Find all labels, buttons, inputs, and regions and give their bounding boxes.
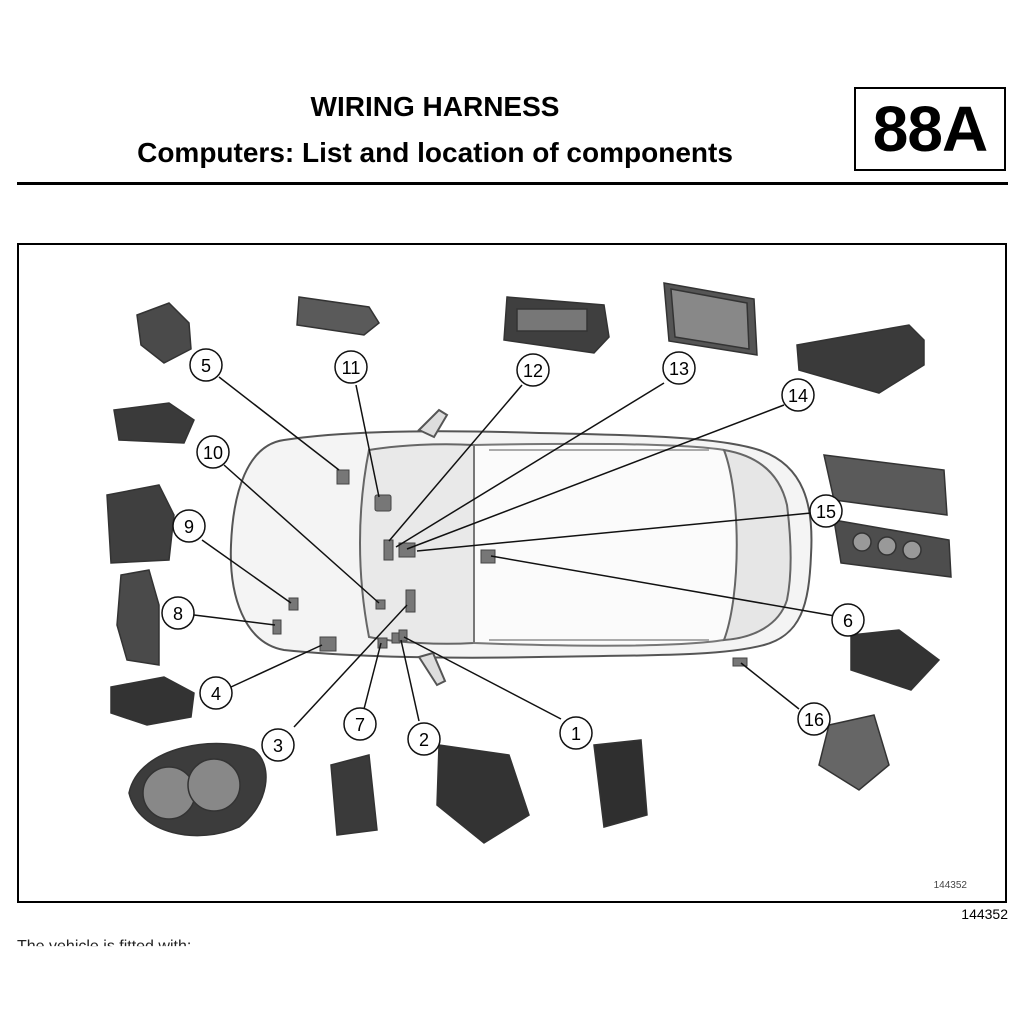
callout-label-2: 2 — [419, 730, 429, 750]
page-subtitle: Computers: List and location of componen… — [137, 137, 733, 168]
body-text-partial: The vehicle is fitted with: — [17, 938, 192, 955]
callout-14 — [781, 378, 815, 412]
callout-16 — [797, 702, 831, 736]
callout-label-10: 10 — [203, 443, 223, 463]
callout-8 — [161, 596, 195, 630]
callout-7 — [343, 707, 377, 741]
callout-9 — [172, 509, 206, 543]
callout-leader-lines — [193, 376, 836, 728]
callout-2 — [407, 722, 441, 756]
callout-13 — [662, 351, 696, 385]
callout-label-4: 4 — [211, 684, 221, 704]
callout-6 — [831, 603, 865, 637]
header-divider — [17, 182, 1008, 185]
section-code-badge: 88A — [854, 87, 1006, 171]
callout-5 — [189, 348, 223, 382]
callout-label-8: 8 — [173, 604, 183, 624]
callout-15 — [809, 494, 843, 528]
callout-label-14: 14 — [788, 386, 808, 406]
callout-label-16: 16 — [804, 710, 824, 730]
callout-label-3: 3 — [273, 736, 283, 756]
component-location-diagram: 5 11 12 13 14 15 6 10 9 8 4 3 7 2 1 16 1… — [17, 243, 1007, 903]
callout-12 — [516, 353, 550, 387]
vehicle-top-view — [229, 408, 813, 687]
callout-label-1: 1 — [571, 724, 581, 744]
callout-11 — [334, 350, 368, 384]
callout-label-7: 7 — [355, 715, 365, 735]
callout-circles — [161, 348, 865, 762]
component-sketches — [106, 282, 952, 844]
callout-label-15: 15 — [816, 502, 836, 522]
component-markers — [272, 469, 748, 667]
callout-1 — [559, 716, 593, 750]
callout-label-11: 11 — [342, 358, 361, 378]
callout-label-9: 9 — [184, 517, 194, 537]
callout-4 — [199, 676, 233, 710]
page-title: WIRING HARNESS — [310, 91, 560, 122]
callout-label-12: 12 — [523, 361, 543, 381]
callout-label-13: 13 — [669, 359, 689, 379]
callout-label-5: 5 — [201, 356, 211, 376]
figure-ref-inner: 144352 — [933, 880, 967, 891]
callout-label-6: 6 — [843, 611, 853, 631]
callout-10 — [196, 435, 230, 469]
figure-ref-caption: 144352 — [961, 906, 1008, 922]
callout-3 — [261, 728, 295, 762]
diagram-svg: 5 11 12 13 14 15 6 10 9 8 4 3 7 2 1 16 — [106, 282, 952, 844]
